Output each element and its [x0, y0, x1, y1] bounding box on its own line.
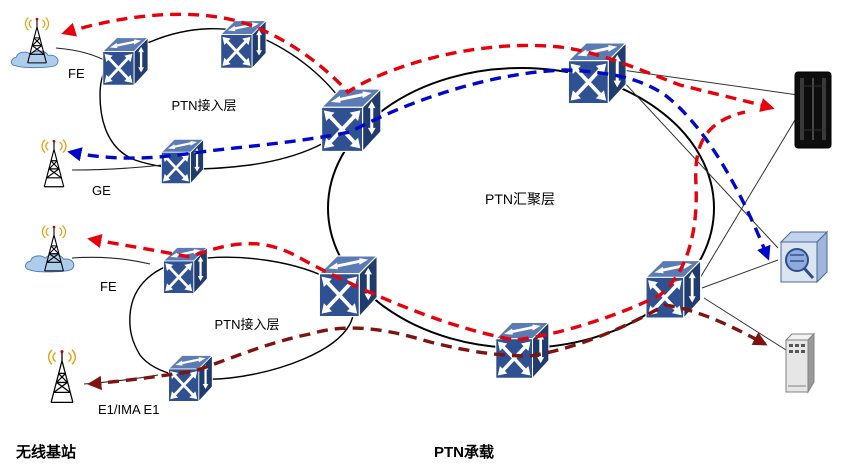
flow-red-mid [87, 110, 746, 342]
router-icon-access-top-3 [160, 137, 205, 185]
server-gray [784, 332, 816, 394]
base-station-ge [41, 138, 67, 188]
label-ptn-bearer: PTN承载 [434, 443, 494, 461]
label-e1: E1/IMA E1 [98, 402, 159, 417]
routers [101, 19, 703, 403]
router-icon-access-top-1 [101, 36, 150, 87]
cloud-icon [10, 50, 59, 69]
tower-connectors [55, 47, 163, 385]
label-access-layer-bottom: PTN接入层 [214, 317, 279, 332]
router-icon-access-bottom-2 [167, 354, 214, 403]
label-ge: GE [92, 183, 111, 198]
cell-tower-icon [47, 349, 77, 404]
label-wireless-base-station: 无线基站 [15, 443, 76, 461]
flow-darkred [87, 303, 768, 391]
base-station-fe-mid [24, 224, 75, 273]
base-station-fe-top [10, 16, 59, 69]
base-station-e1 [47, 349, 77, 404]
flow-red-top [61, 12, 775, 112]
service-flows [61, 12, 775, 391]
label-fe-mid: FE [100, 279, 117, 294]
device-blue [779, 230, 829, 284]
diagram-labels: FE GE FE E1/IMA E1 PTN接入层 PTN接入层 PTN汇聚层 … [15, 66, 555, 461]
label-access-layer-top: PTN接入层 [171, 98, 236, 113]
server-black [794, 71, 832, 149]
router-icon-agg-west-bottom [317, 254, 379, 319]
cloud-icon [24, 254, 75, 273]
router-icon-agg-south [494, 320, 551, 380]
label-fe-top: FE [68, 66, 85, 81]
cell-tower-icon [41, 138, 67, 188]
label-aggregation-layer: PTN汇聚层 [485, 191, 555, 207]
flow-blue [67, 68, 771, 261]
